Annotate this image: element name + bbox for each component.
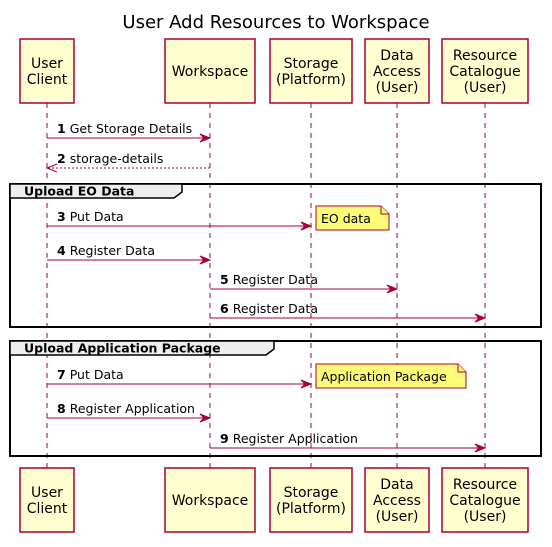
- diagram-title: User Add Resources to Workspace: [122, 12, 429, 33]
- participant-box: [441, 38, 529, 104]
- participant-box: [269, 38, 353, 104]
- participant-label: (User): [464, 509, 507, 525]
- participant-storage-top: Storage(Platform): [269, 38, 353, 104]
- message-number: 2: [57, 151, 66, 166]
- group-border: [9, 183, 542, 328]
- participant-label: (Platform): [276, 501, 346, 517]
- participant-label: Storage: [284, 56, 339, 72]
- participant-label: Resource: [453, 48, 517, 64]
- participant-label: Client: [27, 72, 68, 88]
- participant-label: Storage: [284, 485, 339, 501]
- message-5: 5 Register Data: [210, 272, 399, 294]
- participant-label: Access: [373, 493, 421, 509]
- group-label: Upload EO Data: [24, 184, 134, 199]
- group-border: [9, 340, 542, 457]
- participant-box: [364, 38, 430, 104]
- message-label: Register Data: [233, 301, 318, 316]
- message-number: 3: [57, 209, 66, 224]
- participant-label: (Platform): [276, 72, 346, 88]
- message-label: storage-details: [70, 151, 164, 166]
- group-label: Upload Application Package: [24, 341, 221, 356]
- message-label: Register Data: [70, 243, 155, 258]
- message-label: Put Data: [70, 209, 124, 224]
- message-number: 6: [220, 301, 229, 316]
- group-tab: [9, 183, 183, 199]
- arrow-head: [474, 313, 487, 323]
- arrow-head: [199, 255, 212, 265]
- message-label: Register Data: [233, 272, 318, 287]
- message-label: Get Storage Details: [70, 121, 192, 136]
- arrow-head: [300, 379, 313, 389]
- participant-label: (User): [464, 80, 507, 96]
- participant-label: (User): [376, 80, 419, 96]
- participant-box: [164, 38, 256, 104]
- participant-label: Resource: [453, 477, 517, 493]
- participant-box: [269, 467, 353, 533]
- arrow-head: [199, 133, 212, 143]
- message-9: 9 Register Application: [210, 431, 487, 453]
- participant-box: [441, 467, 529, 533]
- participant-box: [364, 467, 430, 533]
- participant-storage-bottom: Storage(Platform): [269, 467, 353, 533]
- participant-label: Data: [380, 48, 413, 64]
- participant-workspace-bottom: Workspace: [164, 467, 256, 533]
- participant-label: User: [31, 56, 63, 72]
- note-fold: [457, 364, 466, 373]
- participant-box: [19, 38, 75, 104]
- note-2: Application Package: [315, 363, 467, 389]
- arrow-head: [386, 284, 399, 294]
- participant-label: (User): [376, 509, 419, 525]
- message-1: 1 Get Storage Details: [47, 121, 212, 143]
- participant-label: Catalogue: [449, 64, 520, 80]
- participant-label: Client: [27, 501, 68, 517]
- arrow-head: [45, 163, 58, 173]
- participant-label: Access: [373, 64, 421, 80]
- message-number: 1: [57, 121, 66, 136]
- note-text: Application Package: [321, 369, 447, 384]
- participant-label: Workspace: [172, 64, 249, 80]
- participant-box: [164, 467, 256, 533]
- message-number: 7: [57, 367, 66, 382]
- message-label: Register Application: [233, 431, 358, 446]
- message-number: 9: [220, 431, 229, 446]
- participant-box: [19, 467, 75, 533]
- message-2: 2 storage-details: [45, 151, 210, 173]
- message-number: 5: [220, 272, 229, 287]
- group-frame-2: Upload Application Package: [9, 340, 542, 457]
- note-fold: [380, 206, 389, 215]
- participant-label: User: [31, 485, 63, 501]
- message-label: Register Application: [70, 401, 195, 416]
- message-4: 4 Register Data: [47, 243, 212, 265]
- message-number: 8: [57, 401, 66, 416]
- participant-label: Data: [380, 477, 413, 493]
- message-number: 4: [57, 243, 66, 258]
- arrow-head: [474, 443, 487, 453]
- note-text: EO data: [321, 211, 371, 226]
- message-7: 7 Put Data: [47, 367, 313, 389]
- message-8: 8 Register Application: [47, 401, 212, 423]
- note-1: EO data: [315, 205, 390, 231]
- group-frame-1: Upload EO Data: [9, 183, 542, 328]
- message-6: 6 Register Data: [210, 301, 487, 323]
- note-box: [315, 205, 390, 231]
- participant-label: Catalogue: [449, 493, 520, 509]
- group-tab: [9, 340, 275, 356]
- note-box: [315, 363, 467, 389]
- message-3: 3 Put Data: [47, 209, 313, 231]
- arrow-head: [300, 221, 313, 231]
- participant-workspace-top: Workspace: [164, 38, 256, 104]
- participant-label: Workspace: [172, 493, 249, 509]
- message-label: Put Data: [70, 367, 124, 382]
- arrow-head: [199, 413, 212, 423]
